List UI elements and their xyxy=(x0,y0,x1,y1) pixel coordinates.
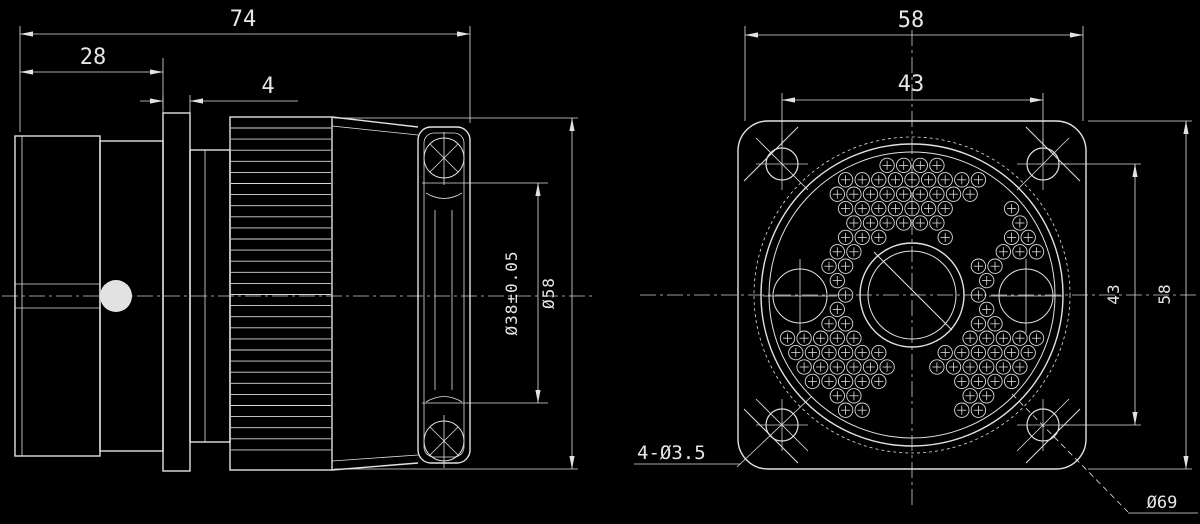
dim-hole-spacing-h: 43 xyxy=(898,72,925,97)
dim-flange-width: 58 xyxy=(898,8,925,33)
dim-hole-spacing-v: 43 xyxy=(1104,283,1123,304)
center-cavity xyxy=(859,242,965,348)
corner-arc-br xyxy=(1025,408,1081,464)
shell-rings xyxy=(753,136,1071,454)
corner-arc-tl xyxy=(743,126,799,182)
contact-pin-field xyxy=(779,157,1045,418)
dim-mounting-holes: 4-Ø3.5 xyxy=(637,442,706,464)
hole-diagonals xyxy=(736,137,1129,513)
dim-corner-circle: Ø69 xyxy=(1147,493,1178,513)
flange-screw-bottom xyxy=(423,415,465,468)
dimension-arrowheads xyxy=(20,31,1189,469)
flange-screw-top xyxy=(423,132,465,185)
dim-barrel-diameter: Ø38±0.05 xyxy=(502,250,521,335)
dim-coupling-diameter: Ø58 xyxy=(539,277,558,309)
dim-flange-height: 58 xyxy=(1155,283,1174,304)
knurl-stripes xyxy=(231,127,331,451)
knurled-ring xyxy=(229,116,333,471)
tapered-shell xyxy=(331,116,419,471)
dim-total-length: 74 xyxy=(230,7,257,32)
flange-slot xyxy=(425,192,463,403)
front-view-dimensions: 58 43 43 58 4-Ø3.5 Ø69 xyxy=(634,8,1198,514)
dim-plate-thickness: 4 xyxy=(261,74,274,99)
mount-plate xyxy=(162,112,191,472)
front-view: 58 43 43 58 4-Ø3.5 Ø69 xyxy=(634,8,1198,514)
dim-rear-length: 28 xyxy=(80,45,107,70)
side-view-dimensions: 74 28 4 Ø38±0.05 Ø58 xyxy=(19,7,578,470)
leader-mounting-holes xyxy=(736,395,813,468)
clamp-body xyxy=(99,140,164,452)
leader-corner-circle xyxy=(1011,393,1129,513)
flange-side xyxy=(417,126,471,468)
side-view: 74 28 4 Ø38±0.05 Ø58 xyxy=(2,7,592,472)
clamp-hole xyxy=(100,280,132,312)
keyway-line xyxy=(873,251,953,331)
large-contacts xyxy=(763,259,1063,333)
